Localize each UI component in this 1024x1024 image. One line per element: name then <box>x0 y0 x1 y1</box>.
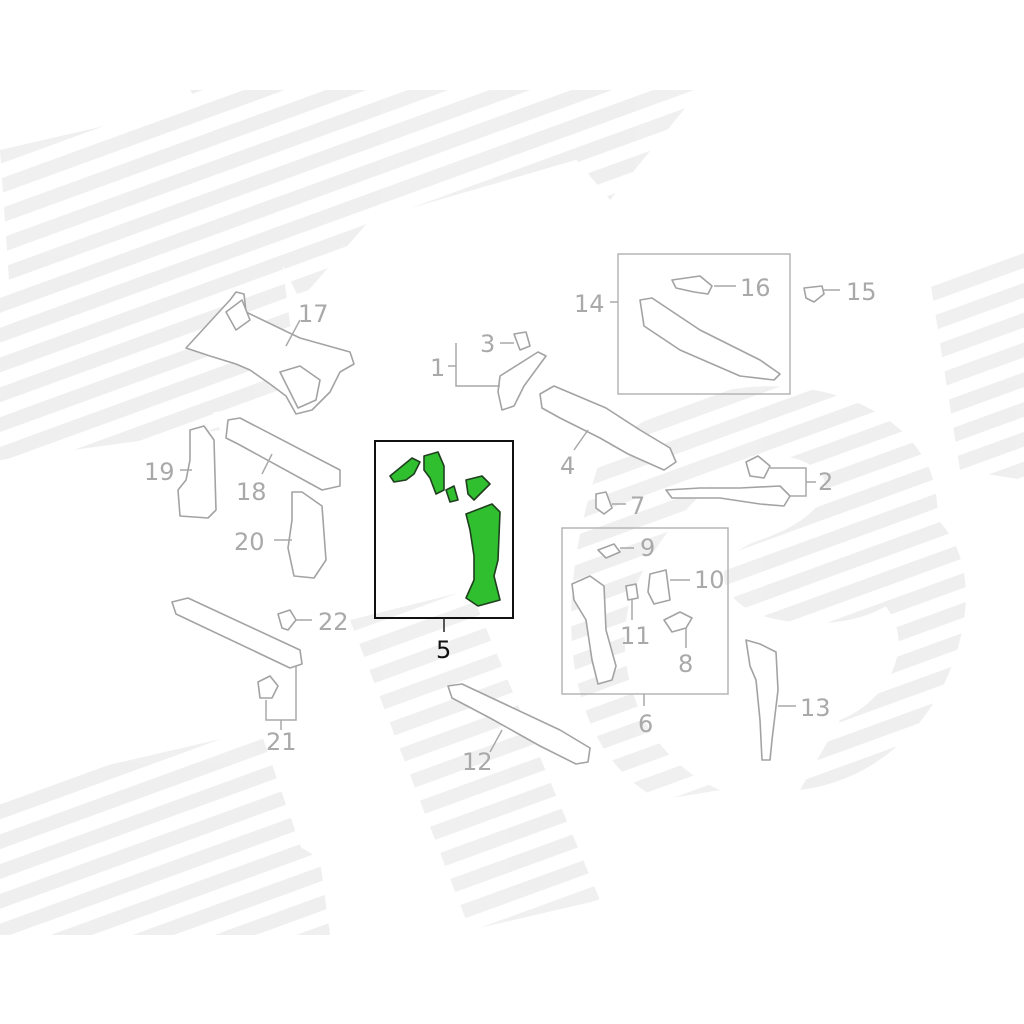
part-5-bracket-center <box>423 451 445 495</box>
part-11[interactable]: 11 <box>620 583 651 650</box>
part-8[interactable]: 8 <box>663 611 693 678</box>
callout-16: 16 <box>740 274 771 302</box>
part-21[interactable]: 21 <box>171 597 303 756</box>
part-5[interactable]: 5 <box>374 440 514 664</box>
callout-9: 9 <box>640 534 655 562</box>
part-16[interactable]: 16 <box>671 274 771 302</box>
part-5-bracket-left <box>389 457 421 483</box>
part-15[interactable]: 15 <box>803 278 877 306</box>
callout-4: 4 <box>560 452 575 480</box>
watermark <box>0 90 1024 935</box>
callout-15: 15 <box>846 278 877 306</box>
callout-2: 2 <box>818 468 833 496</box>
callout-11: 11 <box>620 622 651 650</box>
callout-6: 6 <box>638 710 653 738</box>
part-2[interactable]: 2 <box>665 455 833 507</box>
callout-3: 3 <box>480 330 495 358</box>
callout-10: 10 <box>694 566 725 594</box>
part-18[interactable]: 18 <box>225 417 341 506</box>
callout-1: 1 <box>430 354 445 382</box>
part-7[interactable]: 7 <box>595 491 645 520</box>
callout-19: 19 <box>144 458 175 486</box>
callout-14: 14 <box>574 290 605 318</box>
part-10[interactable]: 10 <box>647 566 725 605</box>
part-17[interactable]: 17 <box>185 291 355 415</box>
callout-5: 5 <box>436 636 451 664</box>
part-13[interactable]: 13 <box>745 639 831 761</box>
callout-7: 7 <box>630 492 645 520</box>
part-1[interactable]: 1 <box>430 343 547 411</box>
callout-22: 22 <box>318 608 349 636</box>
part-22[interactable]: 22 <box>277 608 349 636</box>
callout-21: 21 <box>266 728 297 756</box>
part-14[interactable]: 14 <box>574 253 791 395</box>
callout-8: 8 <box>678 650 693 678</box>
part-19[interactable]: 19 <box>144 425 217 519</box>
part-4[interactable]: 4 <box>539 385 677 480</box>
callout-12: 12 <box>462 748 493 776</box>
callout-20: 20 <box>234 528 265 556</box>
part-20[interactable]: 20 <box>234 491 327 579</box>
callout-13: 13 <box>800 694 831 722</box>
part-6[interactable]: 6 <box>561 527 729 738</box>
part-3[interactable]: 3 <box>480 330 531 358</box>
part-5-support <box>465 503 501 607</box>
part-12[interactable]: 12 <box>447 683 591 776</box>
callout-17: 17 <box>298 300 329 328</box>
callout-18: 18 <box>236 478 267 506</box>
part-5-clip <box>445 485 459 503</box>
part-5-bracket-right <box>465 475 491 501</box>
part-9[interactable]: 9 <box>597 534 655 562</box>
